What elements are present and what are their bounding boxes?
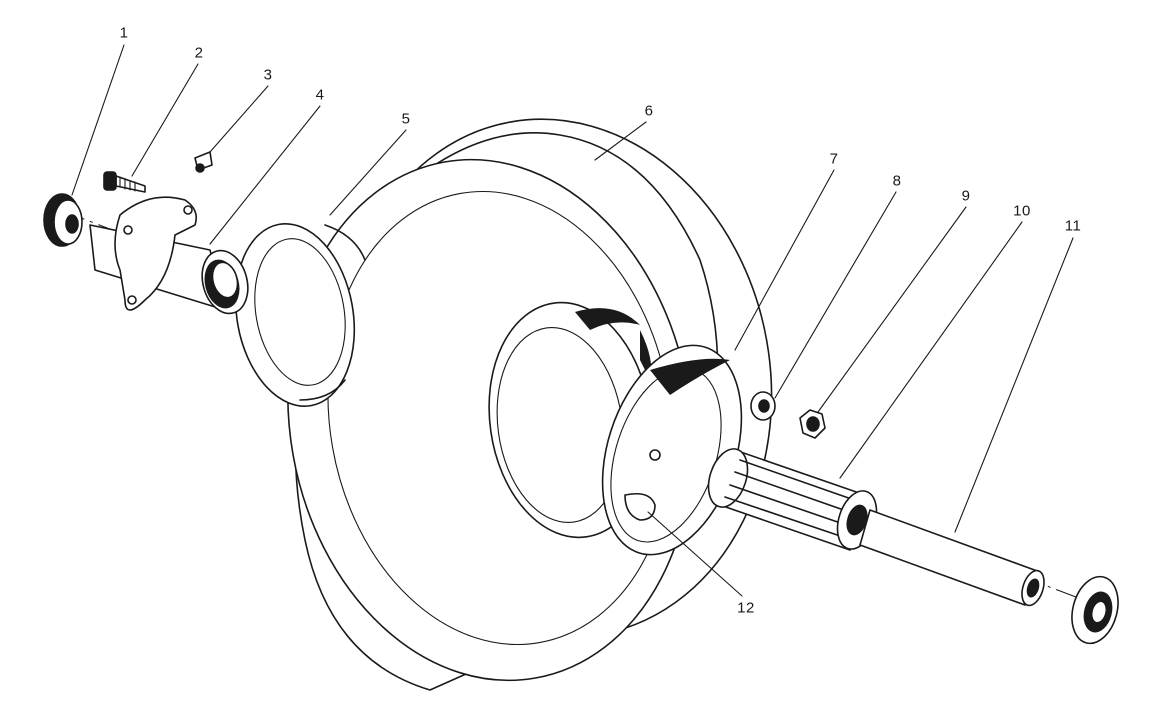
hex-nut: [799, 409, 826, 439]
callout-12: 12: [737, 599, 755, 617]
bearing-flange-right: [1071, 575, 1119, 645]
callout-10: 10: [1013, 202, 1031, 220]
leader-10: [839, 221, 1023, 479]
callout-6: 6: [644, 102, 654, 120]
callout-9: 9: [961, 187, 971, 205]
leader-5: [329, 129, 407, 216]
callout-5: 5: [401, 110, 411, 128]
callout-3: 3: [263, 66, 273, 84]
lock-washer: [750, 391, 776, 421]
leader-12: [647, 511, 743, 597]
leader-2: [131, 63, 199, 177]
wheel-half-rim-inner: [234, 223, 366, 407]
axle-tube: [859, 509, 1045, 607]
callout-8: 8: [892, 172, 902, 190]
leader-3: [209, 85, 269, 153]
grease-fitting: [194, 151, 213, 173]
wheel-hub: [89, 196, 249, 315]
callout-11: 11: [1064, 217, 1082, 235]
callout-1: 1: [119, 24, 129, 42]
leader-8: [774, 191, 897, 399]
callout-7: 7: [829, 150, 839, 168]
leader-1: [71, 44, 125, 196]
valve-stem: [624, 492, 656, 521]
wheel-half-rim-outer: [601, 344, 743, 556]
leader-11: [954, 237, 1074, 533]
callout-2: 2: [194, 44, 204, 62]
leader-9: [817, 206, 967, 413]
leader-6: [594, 121, 647, 161]
bearing-flange-left: [43, 193, 83, 247]
leader-lines: [71, 44, 1074, 597]
leader-7: [734, 169, 835, 351]
roller-sleeve: [707, 448, 878, 551]
bolt: [103, 171, 146, 193]
callout-4: 4: [315, 86, 325, 104]
leader-4: [209, 105, 321, 245]
